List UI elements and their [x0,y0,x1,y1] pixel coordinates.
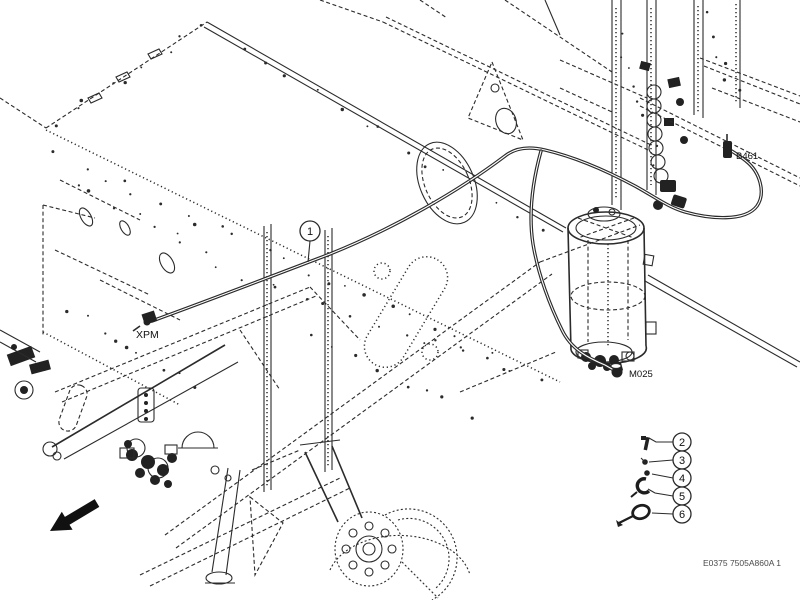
m025-fitting [610,361,624,378]
callout-5-number: 5 [679,491,685,503]
mid-frame-channels [263,224,333,492]
drawing-number: E0375 7505A860A 1 [703,558,781,568]
legend-callouts: 2 3 4 5 6 [616,432,692,527]
callout-3-number: 3 [679,455,685,467]
axle-wheel-hub [205,439,471,600]
rear-frame-posts [559,0,800,210]
cable-branch-to-m025 [529,149,614,371]
callout-4-number: 4 [679,473,685,485]
machine-top-panel [0,0,800,383]
panel-opening [416,60,524,225]
cable-harness [132,134,763,371]
bolt-dots [51,10,742,420]
direction-arrow [50,499,100,531]
callout-2-number: 2 [679,437,685,449]
drawbar-hitch [0,329,239,461]
valve-block [119,431,232,488]
chassis-rails [54,224,641,587]
callout-1-number: 1 [307,226,313,238]
callout-1: 1 [299,220,321,263]
belt-drive [363,255,449,369]
b461-label: B461 [736,151,758,162]
callout-6-number: 6 [679,509,685,521]
xpm-label: XPM [136,329,159,341]
callout-1-circle [299,220,321,242]
air-tank [567,206,657,378]
machine-left-wall [42,179,181,406]
b461-sensor [723,134,732,158]
m025-label: M025 [629,369,653,380]
xpm-connector [132,310,158,332]
